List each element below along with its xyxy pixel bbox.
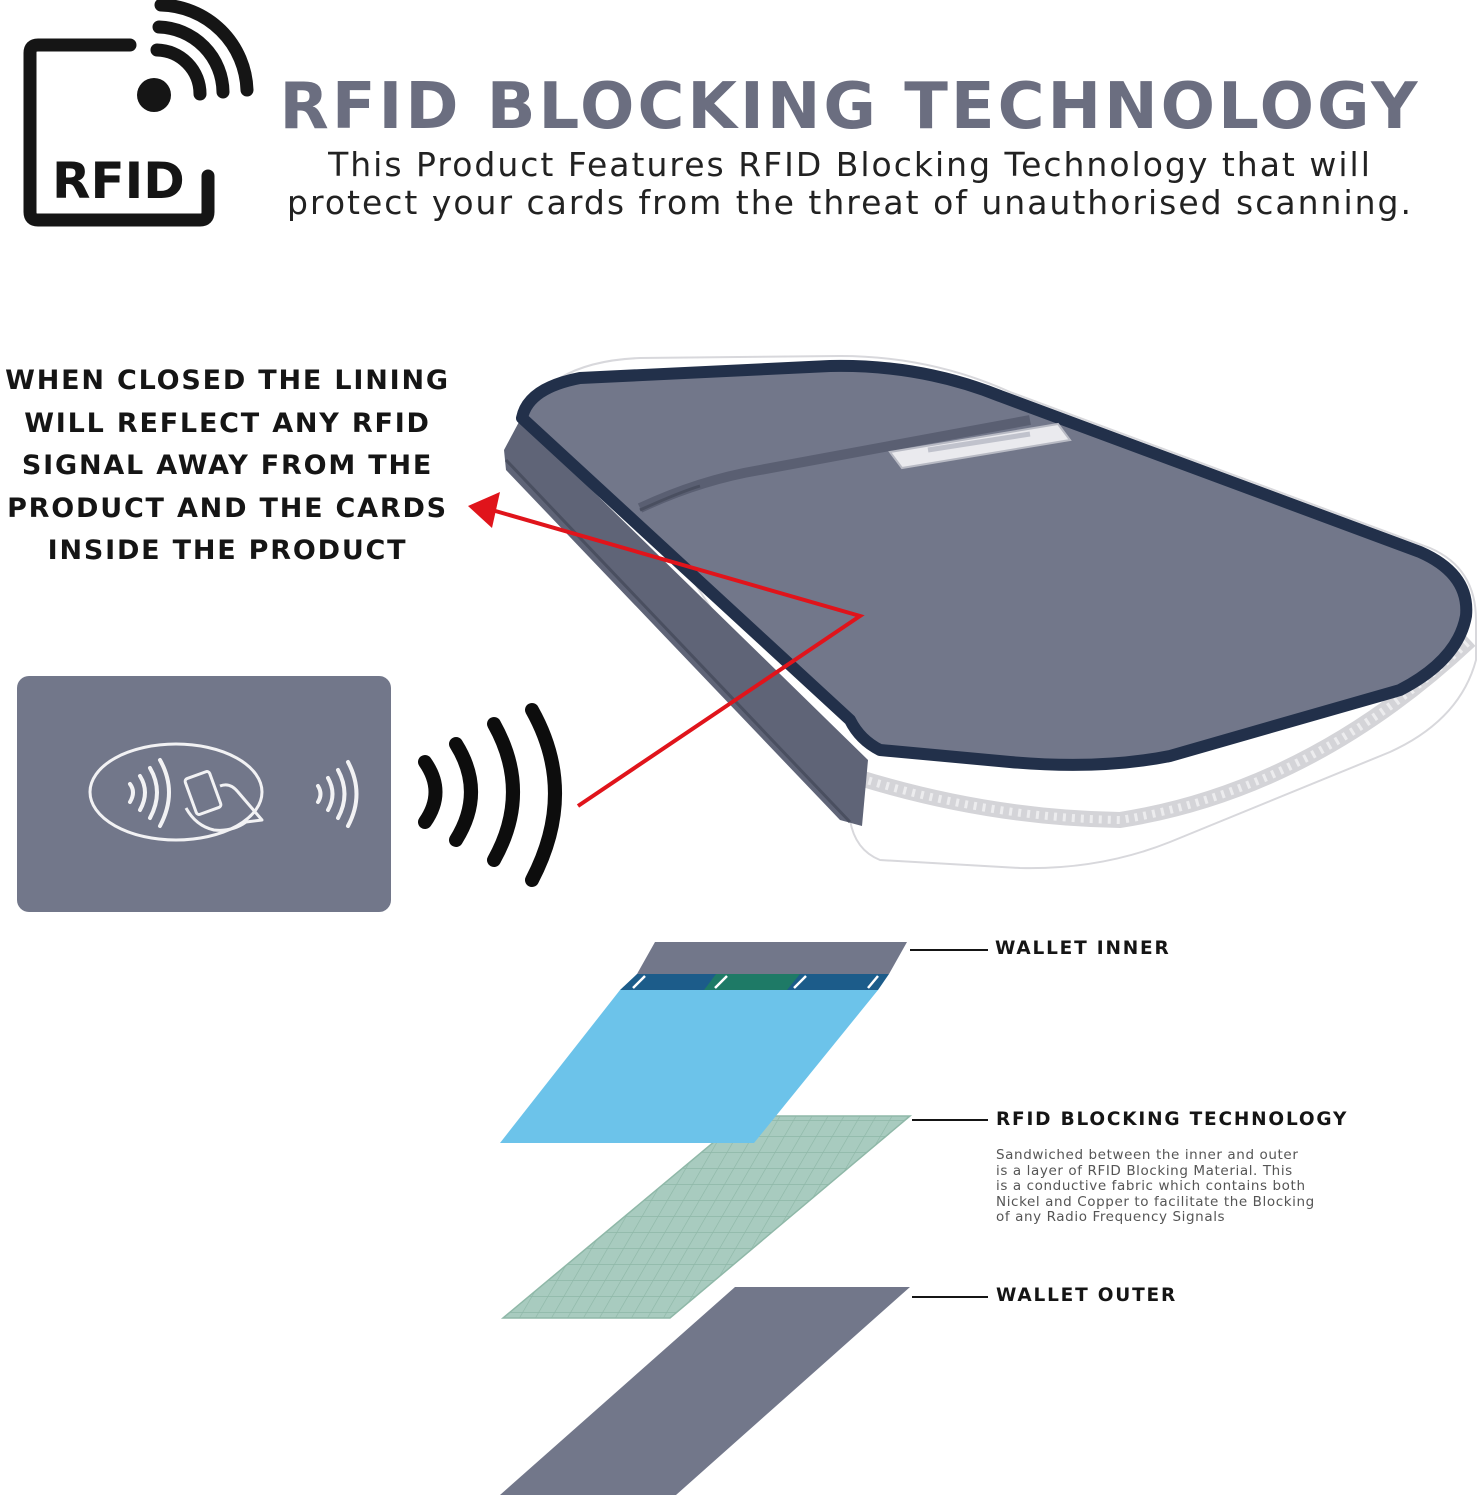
contactless-symbol-icon xyxy=(316,760,359,828)
label-wallet-outer: WALLET OUTER xyxy=(996,1285,1178,1306)
callout-line: WILL REFLECT ANY RFID xyxy=(24,407,431,439)
description-line: Sandwiched between the inner and outer xyxy=(996,1147,1299,1163)
layer-wallet-inner xyxy=(500,942,907,1143)
hand-tap-icon xyxy=(183,770,264,832)
page-title: RFID BLOCKING TECHNOLOGY xyxy=(279,70,1421,144)
label-rfid-blocking: RFID BLOCKING TECHNOLOGY xyxy=(996,1109,1349,1130)
description-line: is a layer of RFID Blocking Material. Th… xyxy=(996,1162,1293,1179)
contactless-symbol-icon xyxy=(128,758,171,828)
reflection-callout: WHEN CLOSED THE LINING WILL REFLECT ANY … xyxy=(0,360,455,573)
contactless-card xyxy=(17,676,391,912)
subtitle-line: This Product Features RFID Blocking Tech… xyxy=(328,145,1372,184)
rfid-signal-icon xyxy=(23,0,254,227)
signal-waves-icon xyxy=(418,703,562,887)
layer-rfid-blocking xyxy=(500,1115,913,1319)
callout-line: PRODUCT AND THE CARDS xyxy=(7,492,448,524)
description-line: of any Radio Frequency Signals xyxy=(996,1209,1226,1225)
layer-leader-lines xyxy=(910,949,988,1298)
description-line: is a conductive fabric which contains bo… xyxy=(996,1178,1306,1194)
reflection-arrow xyxy=(468,492,865,808)
rfid-logo: RFID xyxy=(23,0,254,227)
callout-line: INSIDE THE PRODUCT xyxy=(47,535,408,566)
subtitle-line: protect your cards from the threat of un… xyxy=(287,183,1413,222)
rfid-logo-text: RFID xyxy=(52,152,185,210)
description-line: Nickel and Copper to facilitate the Bloc… xyxy=(996,1193,1315,1210)
wallet-illustration xyxy=(504,354,1477,870)
wallet-brand-label xyxy=(888,422,1072,470)
rfid-blocking-description: Sandwiched between the inner and outer i… xyxy=(996,1147,1356,1226)
callout-line: WHEN CLOSED THE LINING xyxy=(5,365,450,396)
callout-line: SIGNAL AWAY FROM THE xyxy=(21,450,434,481)
layer-wallet-outer xyxy=(500,1287,910,1495)
page-subtitle: This Product Features RFID Blocking Tech… xyxy=(250,146,1450,222)
label-wallet-inner: WALLET INNER xyxy=(995,938,1171,959)
